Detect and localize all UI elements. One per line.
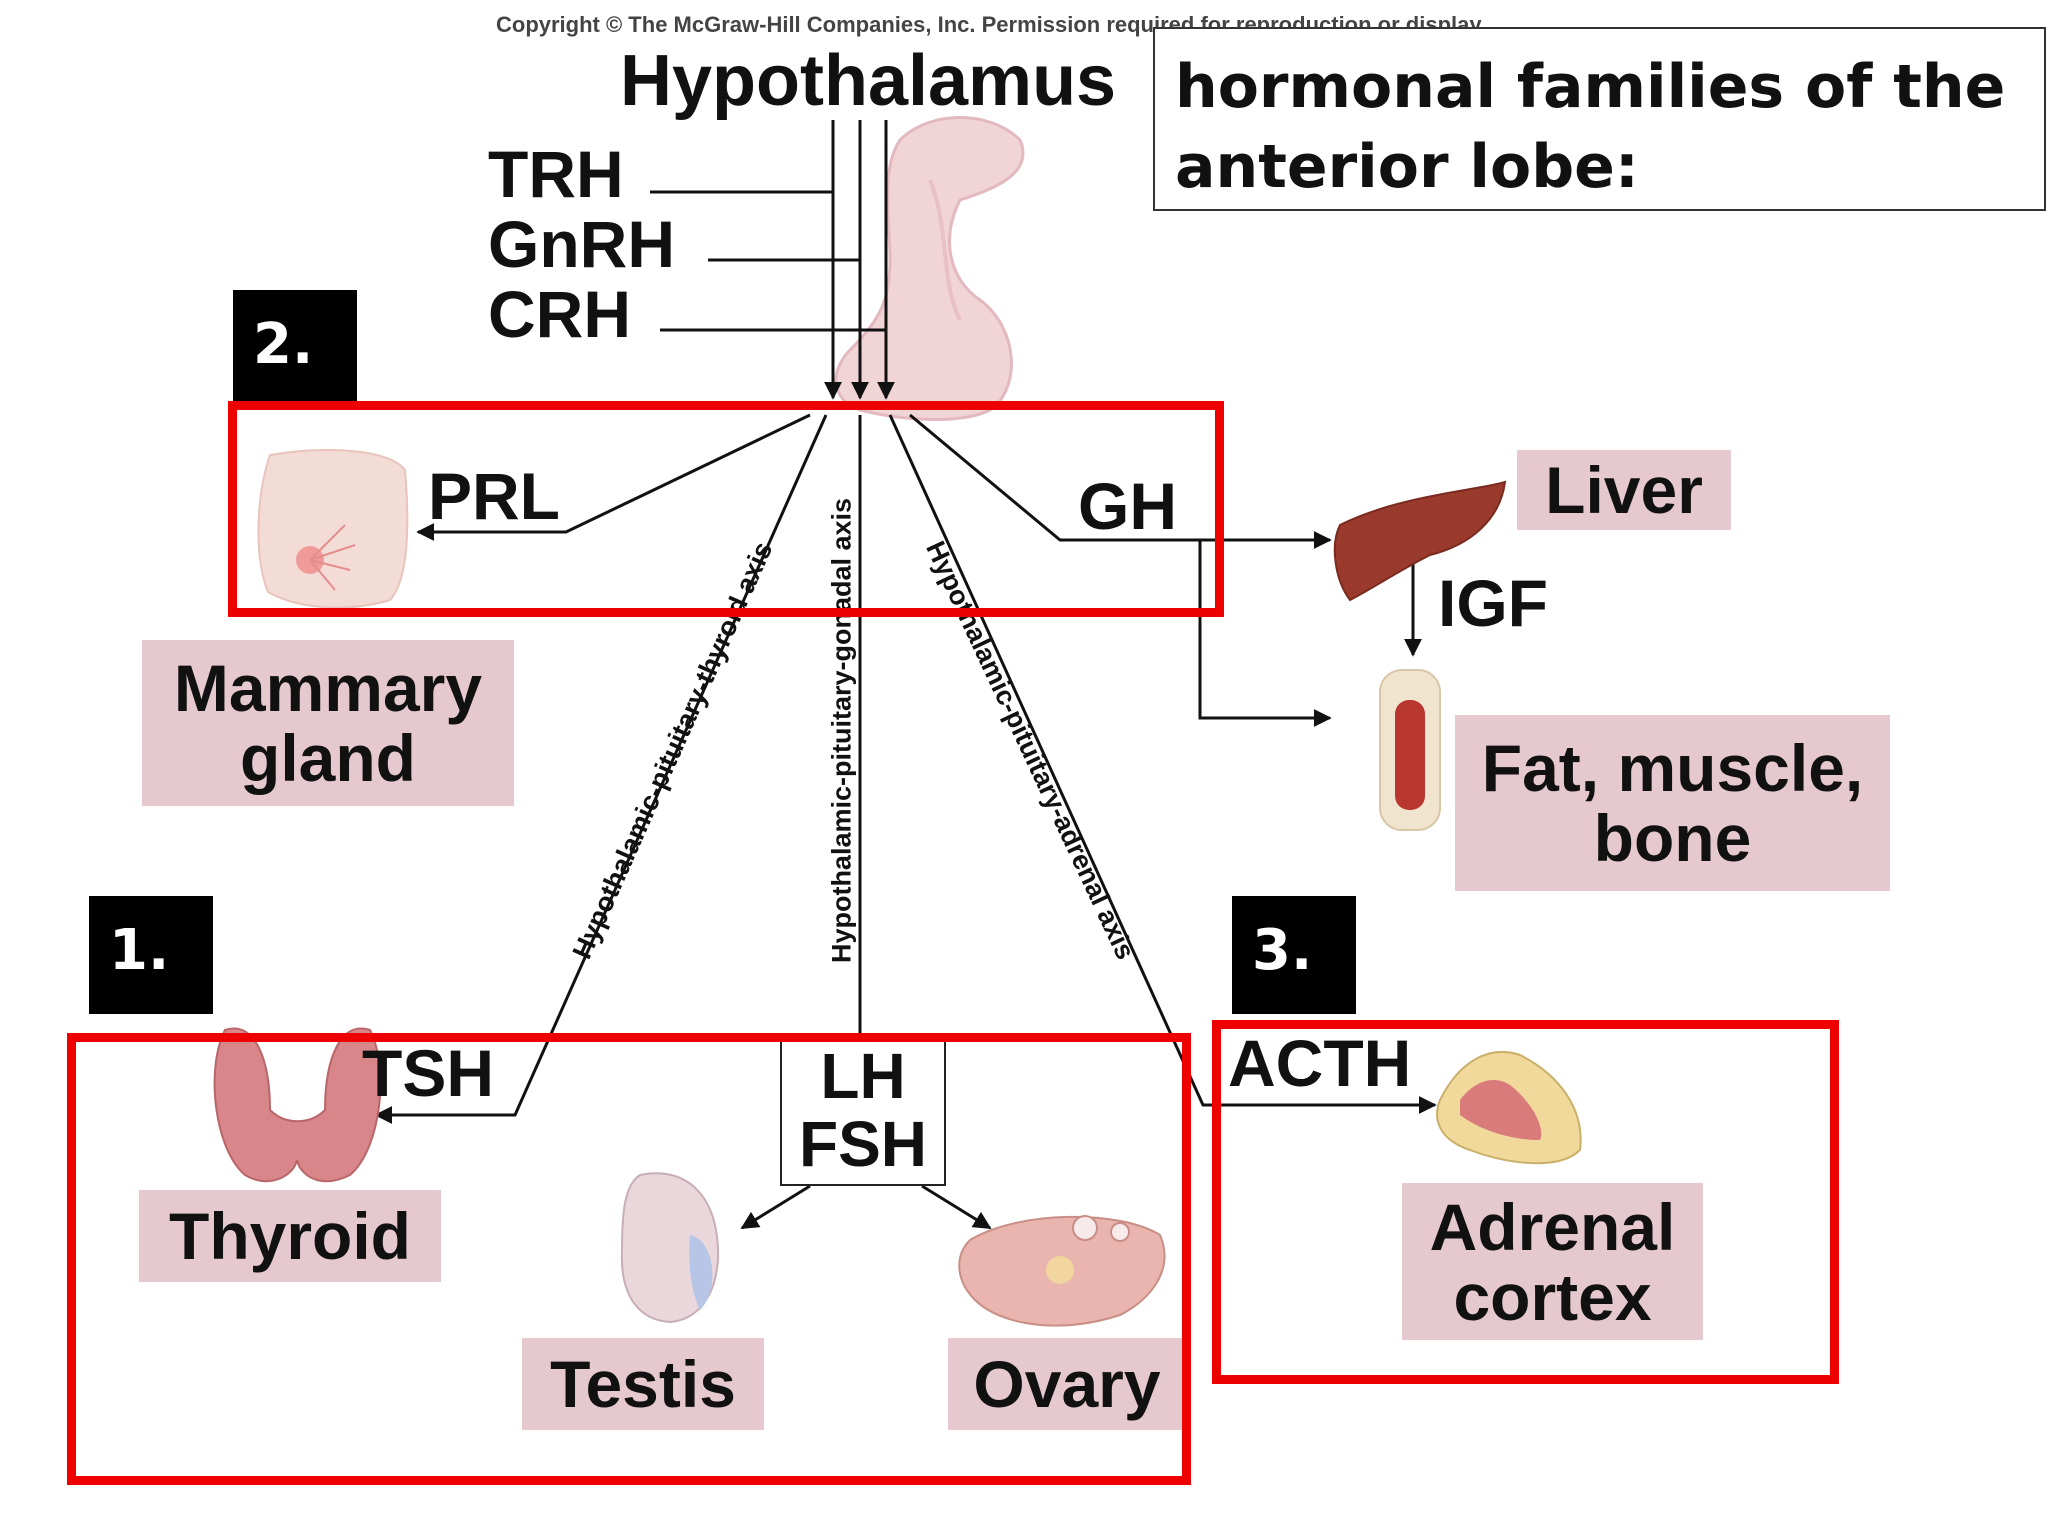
hypothalamus-label: Hypothalamus [620, 41, 1117, 121]
title-box: hormonal families of the anterior lobe: [1153, 27, 2046, 211]
testis-label: Testis [522, 1338, 764, 1430]
group-tag-2: 2. [233, 290, 357, 402]
title-line-2: anterior lobe: [1175, 132, 1639, 202]
group-tag-3: 3. [1232, 896, 1356, 1014]
mammary-gland-label: Mammary gland [142, 640, 514, 806]
mammary-line-1: Mammary [173, 651, 483, 725]
thyroid-illustration [213, 1027, 382, 1183]
group-tag-1: 1. [89, 896, 213, 1014]
highlight-box-group-1 [67, 1033, 1191, 1485]
prl-label: PRL [428, 459, 560, 533]
liver-label: Liver [1517, 450, 1731, 530]
acth-label: ACTH [1228, 1026, 1412, 1100]
mammary-line-2: gland [240, 721, 416, 795]
liver-illustration [1333, 480, 1507, 602]
lh-label: LH [820, 1040, 906, 1112]
fat-line-2: bone [1593, 801, 1752, 875]
tsh-label: TSH [362, 1036, 494, 1110]
ovary-label: Ovary [948, 1338, 1186, 1430]
title-line-1: hormonal families of the [1175, 52, 2006, 122]
highlight-box-group-3 [1212, 1020, 1839, 1384]
thyroid-label: Thyroid [139, 1190, 441, 1282]
adrenal-line-2: cortex [1453, 1259, 1652, 1334]
ovary-illustration [958, 1215, 1166, 1327]
gnrh-label: GnRH [488, 207, 675, 281]
muscle-bone-illustration [1379, 669, 1441, 831]
fsh-label: FSH [799, 1108, 927, 1180]
adrenal-illustration [1436, 1051, 1582, 1165]
adrenal-line-1: Adrenal [1429, 1189, 1676, 1264]
crh-label: CRH [488, 277, 631, 351]
gh-label: GH [1078, 469, 1177, 543]
lh-fsh-box: LH FSH [780, 1040, 946, 1186]
pituitary-illustration [834, 116, 1025, 421]
mammary-illustration [257, 449, 409, 609]
igf-label: IGF [1438, 566, 1548, 640]
adrenal-cortex-label: Adrenal cortex [1402, 1183, 1703, 1340]
pituitary-output-lines [374, 413, 1437, 1230]
highlight-box-group-2 [228, 401, 1224, 617]
testis-illustration [620, 1172, 720, 1324]
hypothalamic-arrows [650, 120, 895, 400]
fat-muscle-bone-label: Fat, muscle, bone [1455, 715, 1890, 891]
trh-label: TRH [488, 137, 624, 211]
fat-line-1: Fat, muscle, [1481, 731, 1864, 805]
